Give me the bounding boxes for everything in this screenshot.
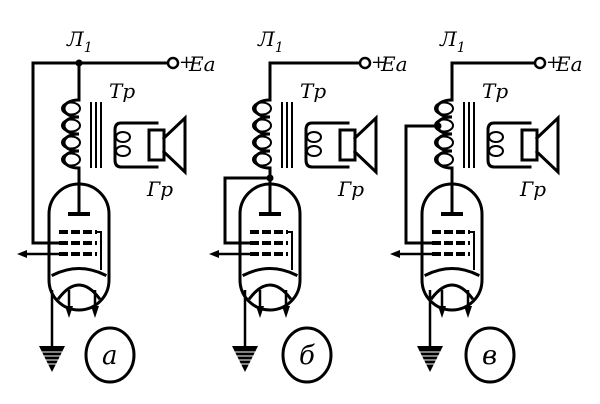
secondary-leads <box>113 121 159 169</box>
cathode <box>50 267 108 278</box>
secondary-loop <box>306 145 322 157</box>
heater-arrow <box>65 306 73 318</box>
primary-loop <box>434 135 454 150</box>
ground-icon <box>39 346 65 372</box>
screen-grid-feed <box>404 124 440 245</box>
supply-terminal <box>358 56 372 70</box>
heater-arrow <box>282 306 290 318</box>
secondary-leads <box>304 121 350 169</box>
variant-tag-label: а <box>102 341 118 371</box>
supply-label: Еа <box>188 52 216 76</box>
speaker-label: Гр <box>519 177 546 201</box>
primary-loop <box>61 135 81 150</box>
variant-tag-circle <box>84 326 136 384</box>
transformer-label: Тр <box>482 79 508 103</box>
heater <box>429 283 475 301</box>
control-grid-arrow <box>209 250 219 258</box>
supply-label: Еа <box>380 52 408 76</box>
control-grid-arrow <box>17 250 27 258</box>
tube-label-sub: 1 <box>275 40 284 56</box>
screen-grid-feed <box>223 176 272 245</box>
tube-envelope <box>420 182 484 312</box>
control-grid-arrow <box>390 250 400 258</box>
supply-plus-sign: + <box>179 52 194 73</box>
ground-icon <box>232 346 258 372</box>
speaker-label: Гр <box>146 177 173 201</box>
heater <box>56 283 102 301</box>
primary-winding <box>435 98 454 170</box>
suppressor-link <box>288 231 293 270</box>
supply-label: Еа <box>555 52 583 76</box>
heater-arrow <box>91 306 99 318</box>
primary-loop <box>61 152 81 167</box>
supply-terminal <box>166 56 180 70</box>
tube-envelope <box>238 182 302 312</box>
supply-plus-sign: + <box>371 52 386 73</box>
transformer-label: Тр <box>300 79 326 103</box>
tube-label-base: Л <box>257 27 276 51</box>
secondary-leads <box>486 121 532 169</box>
secondary-loop <box>306 131 322 143</box>
primary-loop <box>61 101 81 116</box>
tube-label-base: Л <box>439 27 458 51</box>
tube-label-base: Л <box>66 27 85 51</box>
primary-loop <box>252 135 272 150</box>
primary-loop <box>252 101 272 116</box>
variant-tag-circle <box>281 326 333 384</box>
suppressor-link <box>470 231 475 270</box>
secondary-loop <box>488 131 504 143</box>
junction-dot <box>75 59 83 67</box>
tube-label: Л1 <box>257 27 284 56</box>
secondary-loop <box>115 131 131 143</box>
heater-arrow <box>464 306 472 318</box>
primary-loop <box>252 118 272 133</box>
tube-label-sub: 1 <box>457 40 466 56</box>
ground-icon <box>417 346 443 372</box>
variant-tag-circle <box>464 326 516 384</box>
secondary-loop <box>488 145 504 157</box>
primary-loop <box>61 118 81 133</box>
speaker-cone <box>352 114 378 176</box>
speaker-magnet <box>147 128 166 162</box>
screen-grid-feed <box>31 61 61 245</box>
transformer-label: Тр <box>109 79 135 103</box>
cathode <box>241 267 299 278</box>
supply-terminal <box>533 56 547 70</box>
primary-winding <box>62 98 81 170</box>
primary-loop <box>434 152 454 167</box>
primary-loop <box>434 101 454 116</box>
speaker-magnet <box>338 128 357 162</box>
secondary-loop <box>115 145 131 157</box>
variant-tag-label: б <box>299 341 315 371</box>
primary-loop <box>252 152 272 167</box>
suppressor-link <box>97 231 102 270</box>
tube-envelope <box>47 182 111 312</box>
speaker-cone <box>534 114 560 176</box>
variant-tag-label: в <box>482 341 497 371</box>
heater-arrow <box>438 306 446 318</box>
heater <box>247 283 293 301</box>
cathode <box>423 267 481 278</box>
supply-plus-sign: + <box>546 52 561 73</box>
tube-label-sub: 1 <box>84 40 93 56</box>
speaker-magnet <box>520 128 539 162</box>
primary-winding <box>253 98 272 170</box>
speaker-label: Гр <box>337 177 364 201</box>
heater-arrow <box>256 306 264 318</box>
tube-label: Л1 <box>439 27 466 56</box>
tube-label: Л1 <box>66 27 93 56</box>
speaker-cone <box>161 114 187 176</box>
